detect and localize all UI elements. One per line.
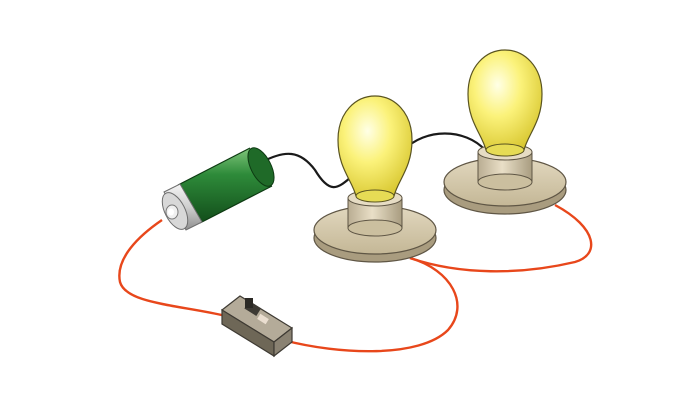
bulb-left [313, 95, 437, 263]
wire-battery-to-switch [118, 219, 227, 318]
lightbulb-icon [337, 95, 413, 203]
socket-base-left [313, 189, 437, 263]
wire-bulb-left-to-bulb-right-base [409, 203, 593, 273]
wire-battery-to-bulb-left [261, 152, 351, 189]
switch-icon [220, 295, 294, 358]
socket-base-right [443, 143, 567, 215]
lightbulb-icon [467, 49, 543, 157]
battery-icon [161, 147, 275, 231]
wire-bulb-left-to-bulb-right [403, 132, 486, 151]
wire-switch-to-bulb-left-base [282, 256, 459, 353]
bulb-right [443, 49, 567, 215]
